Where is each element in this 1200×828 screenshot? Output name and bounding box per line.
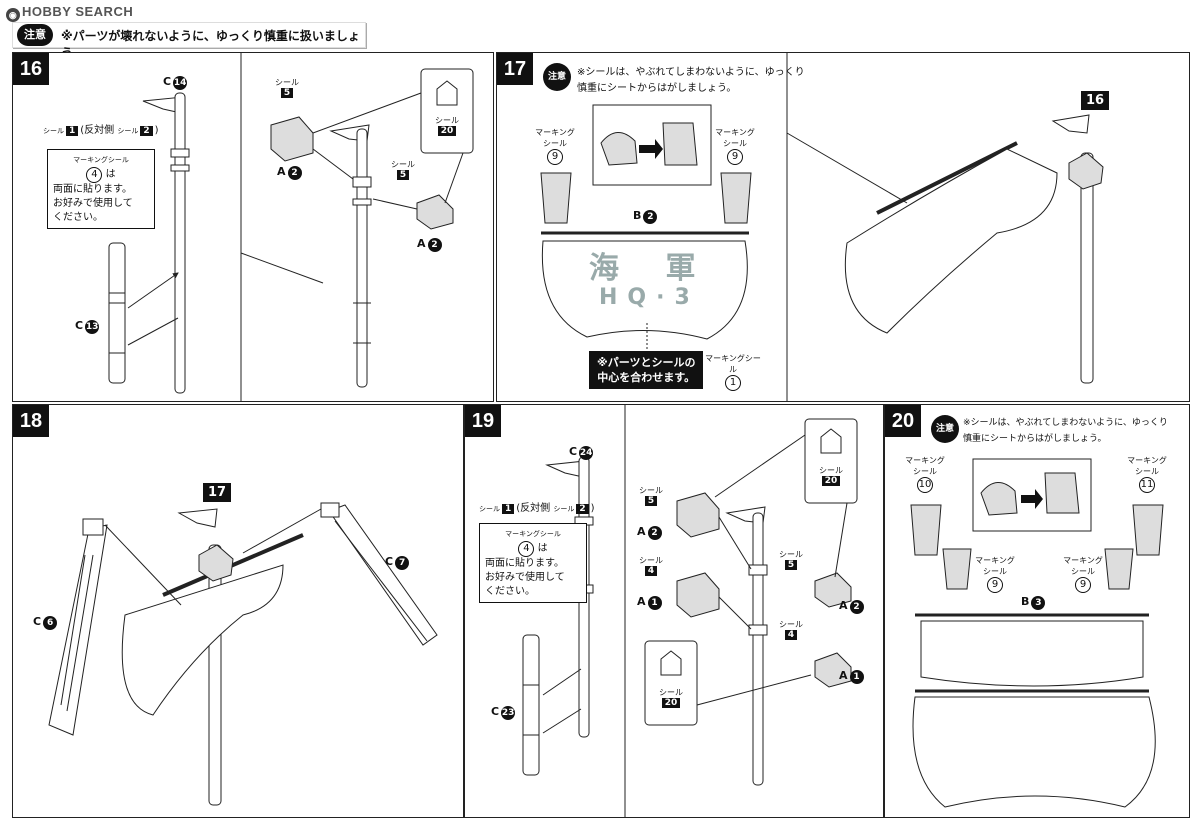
hobby-search-logo-icon: ◉ xyxy=(6,8,20,22)
marking-sticker-note: マーキングシール 4 は 両面に貼ります。 お好みで使用して ください。 xyxy=(47,149,155,229)
caution-badge: 注意 xyxy=(931,415,959,443)
caution-badge: 注意 xyxy=(17,24,53,46)
step-ref-17: 17 xyxy=(203,483,232,502)
step-20-illustration xyxy=(910,458,1164,808)
note-line-2: 慎重にシートからはがしましょう。 xyxy=(963,434,1107,444)
step-number: 20 xyxy=(885,405,921,437)
step-17-illustration xyxy=(540,53,1104,401)
caution-badge: 注意 xyxy=(543,63,571,91)
step-ref-16: 16 xyxy=(1081,91,1110,110)
step-17-panel: 17 注意 ※シールは、やぶれてしまわないように、ゆっくり 慎重にシートからはが… xyxy=(496,52,1190,402)
watermark: ◉HOBBY SEARCH xyxy=(6,4,133,22)
top-caution-note: 注意 ※パーツが壊れないように、ゆっくり慎重に扱いましょう。 xyxy=(12,22,366,60)
step-20-panel: 20 注意 ※シールは、やぶれてしまわないように、ゆっくり 慎重にシートからはが… xyxy=(884,404,1190,818)
step-number: 17 xyxy=(497,53,533,85)
note-line-2: 慎重にシートからはがしましょう。 xyxy=(577,83,737,94)
center-align-note: ※パーツとシールの 中心を合わせます。 xyxy=(589,351,704,389)
sail-print-kanji: 海 軍 xyxy=(589,251,714,286)
step-number: 18 xyxy=(13,405,49,437)
note-line-1: ※シールは、やぶれてしまわないように、ゆっくり xyxy=(963,418,1168,428)
step-number: 19 xyxy=(465,405,501,437)
sail-print-hq3: HQ·3 xyxy=(599,285,700,310)
step-19-illustration xyxy=(522,405,858,817)
step-16-illustration xyxy=(108,53,474,401)
step-number: 16 xyxy=(13,53,49,85)
step-18-illustration xyxy=(48,502,438,806)
marking-sticker-note: マーキングシール 4 は 両面に貼ります。 お好みで使用して ください。 xyxy=(479,523,587,603)
note-line-1: ※シールは、やぶれてしまわないように、ゆっくり xyxy=(577,67,805,78)
